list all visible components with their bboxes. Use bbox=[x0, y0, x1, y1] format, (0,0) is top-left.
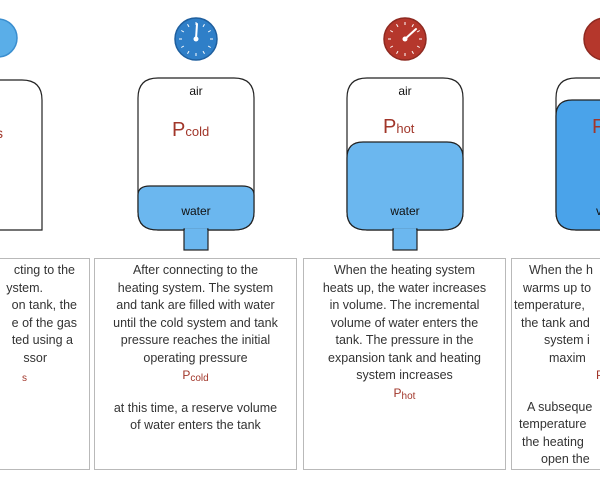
gauge-tick bbox=[202, 24, 205, 28]
gauge-tick bbox=[416, 30, 420, 33]
caption-line: of water enters the tank bbox=[130, 418, 261, 432]
caption-line: and tank are filled with water bbox=[116, 298, 275, 312]
tank-4-pressure-label: P bbox=[592, 116, 600, 138]
panel-3-graphic: air Phot water bbox=[346, 17, 464, 251]
gauge-tick bbox=[181, 45, 185, 48]
caption-line: system i bbox=[544, 333, 590, 347]
tank-2-water bbox=[137, 185, 255, 231]
caption-line: temperature bbox=[519, 417, 587, 431]
caption-line: A subseque bbox=[527, 399, 593, 414]
tank-1 bbox=[0, 79, 43, 231]
panel-2-caption: After connecting to the heating system. … bbox=[94, 258, 297, 470]
gauge-tick bbox=[390, 45, 394, 48]
hot-gauge-icon bbox=[383, 17, 427, 61]
caption-line: When the h bbox=[529, 263, 593, 277]
caption-line: the tank and bbox=[521, 315, 590, 330]
caption-line: expansion tank and heating bbox=[328, 350, 481, 365]
cold-gauge-icon bbox=[174, 17, 218, 61]
gauge-tick bbox=[181, 30, 185, 33]
caption-pressure: P bbox=[512, 367, 600, 385]
caption-line: After connecting to the bbox=[132, 263, 259, 277]
caption-line: volume of water enters the bbox=[330, 315, 479, 330]
caption-line: e of the gas bbox=[11, 315, 77, 330]
gauge-tick bbox=[187, 24, 190, 28]
caption-line: in volume. The incremental bbox=[329, 298, 480, 312]
caption-line: operating pressure bbox=[143, 350, 248, 365]
caption-pressure: Pcold bbox=[182, 368, 209, 384]
tank-3-pressure-label: Phot bbox=[383, 116, 415, 138]
gauge-tick bbox=[202, 50, 205, 54]
panel-2-graphic: air Pcold water bbox=[137, 17, 255, 251]
gauge-tick bbox=[416, 45, 420, 48]
caption-line: heating system. The system bbox=[117, 280, 274, 295]
caption-pressure: s bbox=[22, 373, 27, 384]
caption-line: ted using a bbox=[11, 333, 73, 347]
tank-2-water-label: water bbox=[180, 204, 210, 218]
max-gauge-icon bbox=[583, 17, 600, 61]
tank-4-water-label: v bbox=[596, 204, 600, 218]
tank-3-water bbox=[346, 141, 464, 231]
caption-line: temperature, bbox=[514, 298, 585, 312]
panel-4-graphic: P v bbox=[555, 17, 600, 231]
panel-1-caption: cting to the ystem. on tank, the e of th… bbox=[0, 258, 90, 470]
gauge-tick bbox=[411, 50, 414, 54]
tank-1-pressure-label: s bbox=[0, 125, 3, 141]
caption-line: ystem. bbox=[6, 280, 43, 295]
caption-line: maxim bbox=[549, 350, 586, 365]
gauge-tick bbox=[390, 30, 394, 33]
caption-line: system increases bbox=[356, 368, 453, 382]
gauge-tick bbox=[396, 24, 399, 28]
gauge-tick bbox=[411, 24, 414, 28]
gauge-tick bbox=[207, 30, 211, 33]
caption-line: open the bbox=[541, 452, 590, 466]
panel-3-caption: When the heating system heats up, the wa… bbox=[303, 258, 506, 470]
gauge-tick bbox=[396, 50, 399, 54]
tank-3-water-label: water bbox=[389, 204, 419, 218]
caption-line: at this time, a reserve volume bbox=[113, 400, 278, 415]
caption-line: heats up, the water increases bbox=[322, 280, 487, 295]
tank-2-pressure-label: Pcold bbox=[172, 119, 209, 141]
caption-line: on tank, the bbox=[11, 298, 77, 312]
caption-line: tank. The pressure in the bbox=[335, 333, 474, 347]
caption-pressure: Phot bbox=[393, 385, 416, 402]
panel-1-graphic: s bbox=[0, 18, 43, 231]
gauge-1-icon bbox=[0, 18, 18, 58]
caption-line: the heating bbox=[522, 434, 584, 449]
gauge-tick bbox=[207, 45, 211, 48]
caption-line: pressure reaches the initial bbox=[120, 333, 271, 347]
caption-line: until the cold system and tank bbox=[113, 315, 278, 330]
caption-line: ssor bbox=[23, 350, 47, 365]
caption-line: cting to the bbox=[13, 263, 75, 277]
caption-line: warms up to bbox=[523, 280, 592, 295]
tank-4-water bbox=[555, 99, 600, 231]
tank-2-air-label: air bbox=[189, 84, 202, 98]
tank-3-air-label: air bbox=[398, 84, 411, 98]
tank-3-pipe bbox=[392, 228, 418, 251]
gauge-tick bbox=[187, 50, 190, 54]
tank-2-pipe bbox=[183, 228, 209, 251]
caption-line: When the heating system bbox=[333, 263, 476, 277]
panel-4-caption: When the h warms up to temperature, the … bbox=[511, 258, 600, 470]
